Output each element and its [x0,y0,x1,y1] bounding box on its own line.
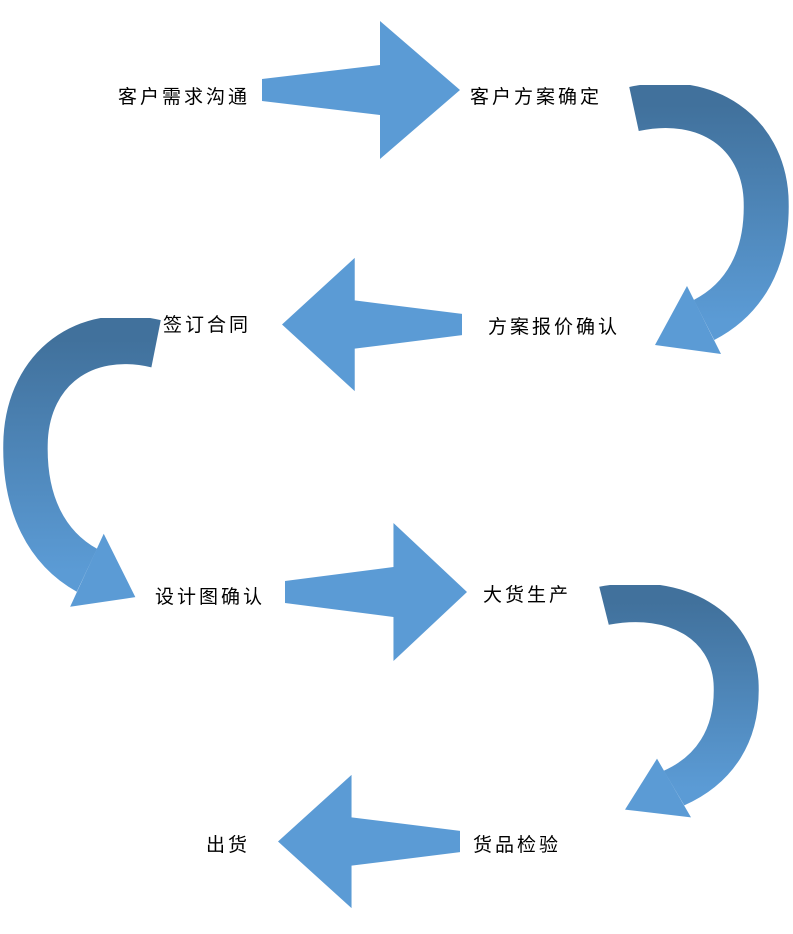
straight-arrow-right-1 [262,21,460,159]
step-contract-signing: 签订合同 [163,314,252,336]
step-shipment: 出货 [206,834,251,856]
straight-arrow-left-2 [278,774,460,909]
arrow-shape [278,774,460,909]
curved-arrow-body [599,585,759,806]
curved-arrow-body [629,85,789,341]
curved-arrow-head [655,286,721,354]
step-goods-inspection: 货品检验 [473,834,562,856]
arrow-shape [282,257,462,392]
step-customer-plan-confirmed: 客户方案确定 [470,86,603,108]
curved-arrow-down-1 [629,85,789,354]
straight-arrow-right-2 [285,523,467,661]
step-customer-needs-communication: 客户需求沟通 [118,86,251,108]
curved-arrow-head [625,758,691,818]
curved-arrow-head [70,533,136,607]
step-mass-production: 大货生产 [483,584,572,606]
curved-arrow-down-2 [3,318,161,607]
step-design-confirmation: 设计图确认 [155,586,266,608]
curved-arrow-down-3 [599,585,759,818]
arrow-shape [262,21,460,159]
arrow-shape [285,523,467,661]
curved-arrow-body [3,318,161,592]
step-quotation-confirmation: 方案报价确认 [488,316,621,338]
straight-arrow-left-1 [282,257,462,392]
